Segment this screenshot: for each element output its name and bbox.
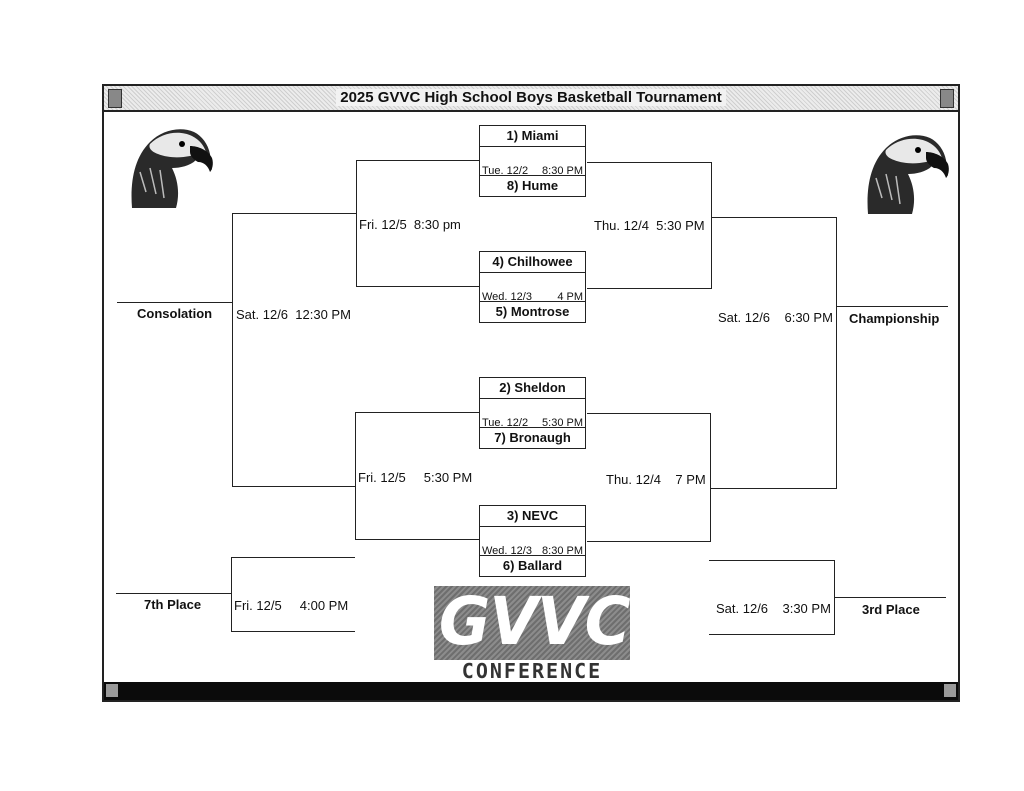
bracket-line (231, 631, 355, 632)
bracket-line (355, 412, 480, 413)
semi-top-time: Thu. 12/4 5:30 PM (594, 218, 705, 233)
bracket-line (232, 486, 356, 487)
bracket-line (231, 557, 355, 558)
third-place-time: Sat. 12/6 3:30 PM (716, 601, 831, 616)
team-hume: 8) Hume (480, 175, 585, 196)
team-chilhowee: 4) Chilhowee (480, 252, 585, 273)
bracket-line (355, 412, 356, 540)
logo-main-text: GVVC (438, 583, 631, 660)
gvvc-conference-logo: GVVC CONFERENCE (434, 583, 631, 683)
cons-semi-bottom-time: Fri. 12/5 5:30 PM (358, 470, 473, 485)
third-place-label: 3rd Place (862, 602, 920, 617)
bracket-line (587, 541, 710, 542)
bracket-line (709, 634, 834, 635)
page-title: 2025 GVVC High School Boys Basketball To… (104, 89, 958, 106)
bracket-line (709, 560, 834, 561)
team-bronaugh: 7) Bronaugh (480, 427, 585, 448)
bracket-line (356, 286, 480, 287)
bracket-line (117, 302, 233, 303)
bracket-line (711, 217, 836, 218)
seventh-place-time: Fri. 12/5 4:00 PM (234, 598, 349, 613)
championship-label: Championship (849, 311, 940, 326)
bracket-line (116, 593, 232, 594)
bracket-line (710, 413, 711, 542)
cons-semi-top-time: Fri. 12/5 8:30 pm (359, 217, 461, 232)
bracket-line (356, 160, 357, 287)
bottom-bar-left-box (106, 684, 118, 697)
bracket-line (356, 160, 480, 161)
team-ballard: 6) Ballard (480, 555, 585, 576)
bracket-line (587, 413, 710, 414)
team-montrose: 5) Montrose (480, 301, 585, 322)
bracket-line (836, 306, 948, 307)
bracket-line (233, 213, 357, 214)
bracket-line (711, 162, 712, 289)
title-bar-left-box (108, 89, 122, 108)
bracket-line (232, 213, 233, 487)
logo-sub-text: CONFERENCE (461, 659, 603, 683)
bracket-line (587, 162, 711, 163)
bracket-line (836, 217, 837, 489)
title-bar: 2025 GVVC High School Boys Basketball To… (104, 86, 958, 112)
bracket-line (587, 288, 711, 289)
bracket-line (231, 557, 232, 632)
consolation-label: Consolation (137, 306, 213, 321)
title-bar-right-box (940, 89, 954, 108)
semi-bottom-time: Thu. 12/4 7 PM (606, 472, 706, 487)
bottom-bar (104, 682, 958, 700)
bracket-line (834, 597, 946, 598)
championship-time: Sat. 12/6 6:30 PM (718, 310, 833, 325)
team-sheldon: 2) Sheldon (480, 378, 585, 399)
eagle-head-icon (131, 129, 213, 208)
consolation-time: Sat. 12/6 12:30 PM (236, 307, 351, 322)
logo-main: GVVC (434, 583, 631, 660)
team-nevc: 3) NEVC (480, 506, 585, 527)
bracket-line (710, 488, 836, 489)
bottom-bar-right-box (944, 684, 956, 697)
team-miami: 1) Miami (480, 126, 585, 147)
seventh-place-label: 7th Place (144, 597, 202, 612)
bracket-line (355, 539, 480, 540)
eagle-head-icon (867, 135, 949, 214)
